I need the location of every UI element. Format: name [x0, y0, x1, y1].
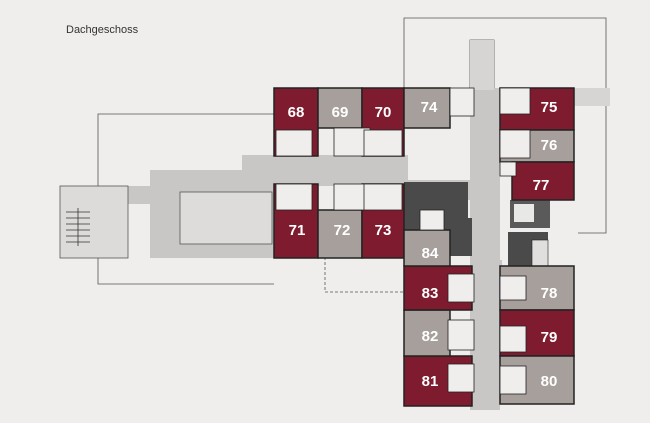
room-label-74[interactable]: 74 — [421, 99, 438, 116]
room-label-79[interactable]: 79 — [541, 329, 558, 346]
room-label-80[interactable]: 80 — [541, 373, 558, 390]
room-label-71[interactable]: 71 — [289, 222, 306, 239]
room-label-69[interactable]: 69 — [332, 104, 349, 121]
room-label-84[interactable]: 84 — [422, 245, 439, 262]
room-label-77[interactable]: 77 — [533, 177, 550, 194]
room-label-68[interactable]: 68 — [288, 104, 305, 121]
room-label-75[interactable]: 75 — [541, 99, 558, 116]
room-label-70[interactable]: 70 — [375, 104, 392, 121]
room-label-83[interactable]: 83 — [422, 285, 439, 302]
floor-title: Dachgeschoss — [66, 24, 139, 36]
room-72[interactable] — [317, 209, 363, 259]
room-label-81[interactable]: 81 — [422, 373, 439, 390]
room-label-78[interactable]: 78 — [541, 285, 558, 302]
room-84[interactable] — [403, 229, 451, 267]
room-77[interactable] — [511, 161, 575, 201]
lobby — [179, 191, 273, 245]
room-labels: 68 69 70 71 72 73 74 75 76 77 78 79 80 81 82 83 84 — [288, 99, 558, 390]
room-82[interactable] — [403, 309, 451, 357]
room-label-76[interactable]: 76 — [541, 137, 558, 154]
room-74[interactable] — [403, 87, 451, 129]
room-label-73[interactable]: 73 — [375, 222, 392, 239]
room-label-72[interactable]: 72 — [334, 222, 351, 239]
room-label-82[interactable]: 82 — [422, 328, 439, 345]
bathrooms — [275, 87, 531, 395]
